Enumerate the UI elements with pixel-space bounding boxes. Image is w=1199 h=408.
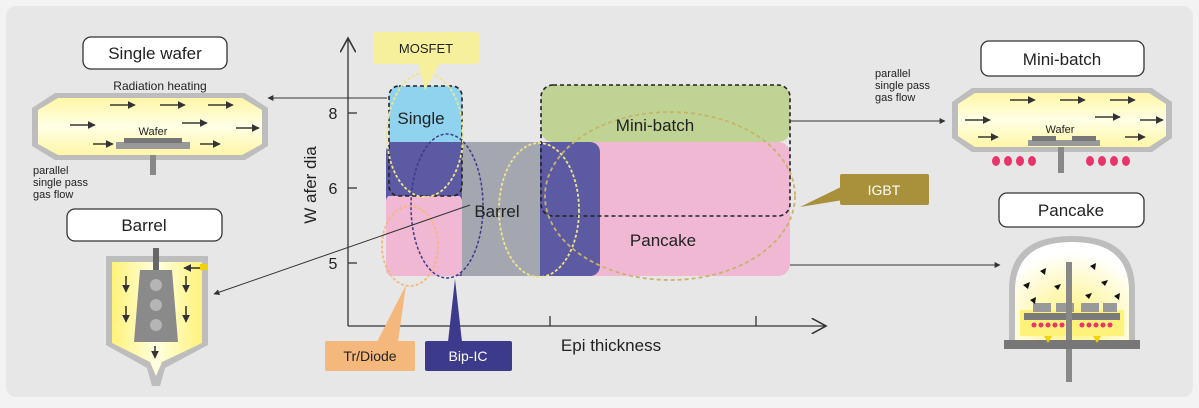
pancake-shaft xyxy=(1066,262,1072,382)
single-wafer-wafer xyxy=(124,138,182,143)
mini-batch-title-box xyxy=(980,40,1145,77)
igbt-ellipse xyxy=(544,111,796,281)
y-tick-5: 5 xyxy=(329,256,338,273)
single-wafer-shaft xyxy=(150,155,156,175)
region-trdiode xyxy=(386,195,462,276)
mini-batch-flow-arrows xyxy=(965,96,1164,141)
connector-lines xyxy=(213,95,1001,296)
mini-batch-flow-line2: single pass xyxy=(875,80,931,92)
x-axis-label: Epi thickness xyxy=(561,336,661,355)
mini-batch-flow-line1: parallel xyxy=(875,68,910,80)
region-label-pancake: Pancake xyxy=(630,231,696,250)
igbt-label: IGBT xyxy=(868,182,901,198)
mini-batch-flow-line3: gas flow xyxy=(875,92,915,104)
single-wafer-flow-line3: gas flow xyxy=(33,189,73,201)
tr-diode-badge xyxy=(325,341,415,371)
trdiode-ellipse xyxy=(381,205,439,287)
barrel-title-box xyxy=(66,208,223,242)
pancake-reactor: Pancake xyxy=(998,192,1145,382)
mini-batch-shaft xyxy=(1058,147,1064,173)
single-wafer-chamber xyxy=(38,98,262,155)
mosfet-ellipse-2 xyxy=(498,142,580,278)
region-label-mini-batch: Mini-batch xyxy=(616,116,694,135)
region-barrel xyxy=(462,142,540,276)
region-single-bipic-overlap xyxy=(389,142,462,196)
y-axis-label: W afer dia xyxy=(301,146,320,224)
callout-bip-ic: Bip-IC xyxy=(425,279,512,371)
pancake-title: Pancake xyxy=(1038,201,1104,220)
pancake-base xyxy=(1004,340,1140,349)
callout-tr-diode: Tr/Diode xyxy=(325,285,415,371)
mini-batch-heaters xyxy=(992,156,1130,166)
callout-igbt: IGBT xyxy=(800,174,929,207)
single-wafer-flow-line1: parallel xyxy=(33,165,68,177)
tr-diode-label: Tr/Diode xyxy=(343,348,396,364)
radiation-heating-label: Radiation heating xyxy=(113,79,206,93)
mosfet-ellipse xyxy=(386,72,464,198)
y-tick-6: 6 xyxy=(329,181,338,198)
pancake-title-box xyxy=(998,192,1145,228)
pancake-heaters xyxy=(1031,322,1113,328)
single-wafer-reactor: Single wafer Radiation heating Wafer par… xyxy=(32,36,268,201)
mosfet-label: MOSFET xyxy=(399,41,453,56)
bip-ic-badge xyxy=(425,341,512,371)
bip-ic-label: Bip-IC xyxy=(449,348,488,364)
mosfet-badge xyxy=(373,32,479,64)
y-tick-8: 8 xyxy=(329,106,338,123)
igbt-badge xyxy=(840,174,929,205)
mini-batch-chamber xyxy=(958,93,1166,147)
mini-batch-title: Mini-batch xyxy=(1023,50,1101,69)
single-wafer-title: Single wafer xyxy=(108,44,202,63)
single-wafer-title-box xyxy=(82,36,228,70)
barrel-title: Barrel xyxy=(121,216,166,235)
mini-batch-outline xyxy=(540,84,791,217)
bipic-ellipse xyxy=(410,133,484,279)
region-label-barrel: Barrel xyxy=(474,202,519,221)
mini-batch-wafer-label: Wafer xyxy=(1046,124,1075,136)
barrel-shaft xyxy=(153,248,159,270)
single-wafer-flow-line2: single pass xyxy=(33,177,89,189)
region-label-single: Single xyxy=(397,109,444,128)
barrel-flow-arrows xyxy=(122,264,200,359)
callout-mosfet: MOSFET xyxy=(373,32,479,90)
single-wafer-wafer-label: Wafer xyxy=(139,126,168,138)
process-map-chart: 8 6 5 W afer dia Epi thickness Single Ba… xyxy=(301,38,826,355)
mini-batch-reactor: Mini-batch parallel single pass gas flow… xyxy=(875,40,1172,173)
pancake-particles xyxy=(1023,263,1120,304)
single-wafer-flow-arrows xyxy=(70,101,260,148)
region-mini-batch xyxy=(541,85,790,142)
single-wafer-susceptor xyxy=(116,142,190,149)
barrel-reactor: Barrel xyxy=(66,208,223,386)
